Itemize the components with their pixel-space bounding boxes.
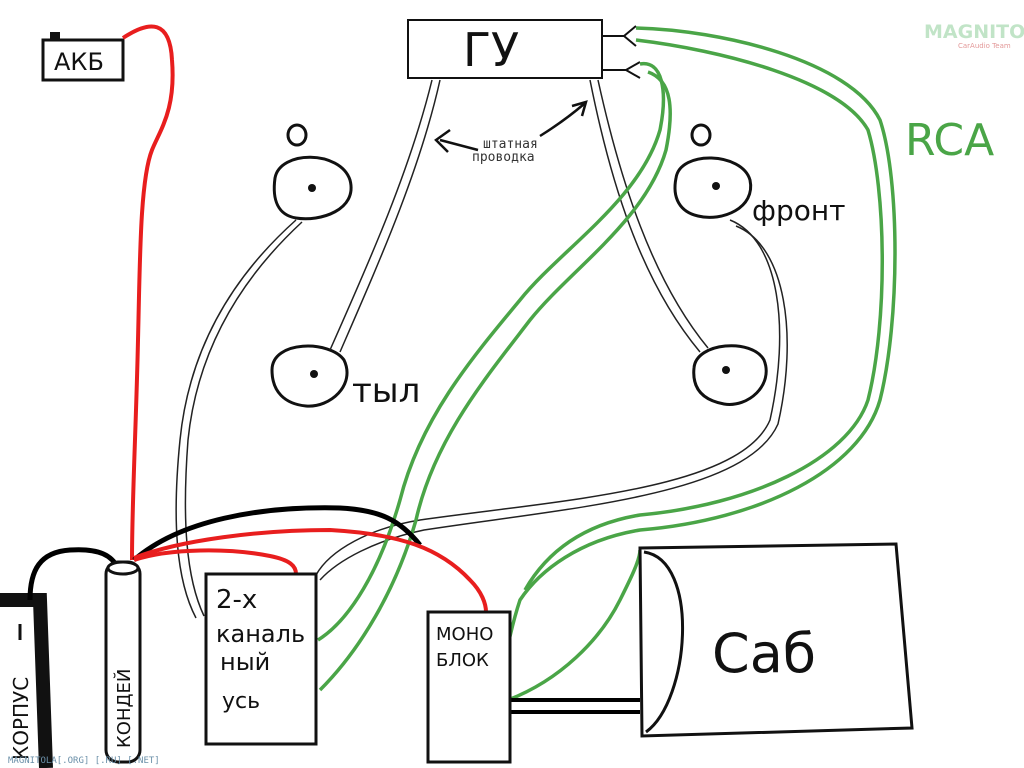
front-speaker-top — [673, 123, 753, 219]
footer-watermark: MAGNITOLA[.ORG] [.RU] [.NET] — [8, 756, 160, 766]
rca-label: RCA — [905, 115, 994, 166]
chassis-ground: КОРПУС — [0, 593, 53, 768]
amp-2ch-line-2: каналь — [216, 620, 305, 648]
amp-2ch-line-1: 2-х — [216, 585, 257, 615]
front-label: фронт — [752, 194, 845, 227]
rear-speaker-bottom — [270, 344, 349, 408]
chassis-label: КОРПУС — [9, 677, 33, 760]
capacitor-label: КОНДЕЙ — [113, 669, 135, 748]
battery-label: АКБ — [54, 48, 104, 76]
monoblock-line-1: МОНО — [436, 624, 493, 645]
head-unit-label: ГУ — [463, 23, 519, 77]
monoblock-line-2: БЛОК — [436, 650, 489, 671]
factory-wiring-arrows — [434, 100, 588, 153]
rear-label: тыл — [352, 371, 420, 411]
front-speaker-bottom — [692, 344, 768, 406]
power-wire-main — [121, 24, 175, 561]
rear-speaker-top — [272, 123, 353, 221]
ground-wires — [27, 505, 640, 714]
watermark-logo-text: MAGNITOLA — [924, 21, 1024, 43]
amplifier-monoblock: МОНО БЛОК — [426, 610, 512, 764]
power-wires-amps — [133, 527, 488, 613]
watermark-tagline: CarAudio Team — [958, 42, 1011, 50]
factory-wiring-label-1: штатная — [483, 137, 538, 152]
amp-2ch-line-4: усь — [222, 689, 260, 714]
sub-label: Саб — [712, 622, 816, 685]
watermark-logo: MAGNITOLA CarAudio Team — [924, 21, 1024, 50]
amp-2ch-line-3: ный — [220, 648, 270, 676]
subwoofer-box: Саб — [638, 542, 914, 738]
battery: АКБ — [41, 32, 125, 82]
capacitor: КОНДЕЙ — [104, 560, 142, 764]
rca-cables — [317, 26, 897, 702]
amplifier-2ch: 2-х каналь ный усь — [204, 572, 318, 746]
factory-wiring-label-2: проводка — [472, 150, 535, 165]
head-unit: ГУ — [407, 19, 641, 79]
